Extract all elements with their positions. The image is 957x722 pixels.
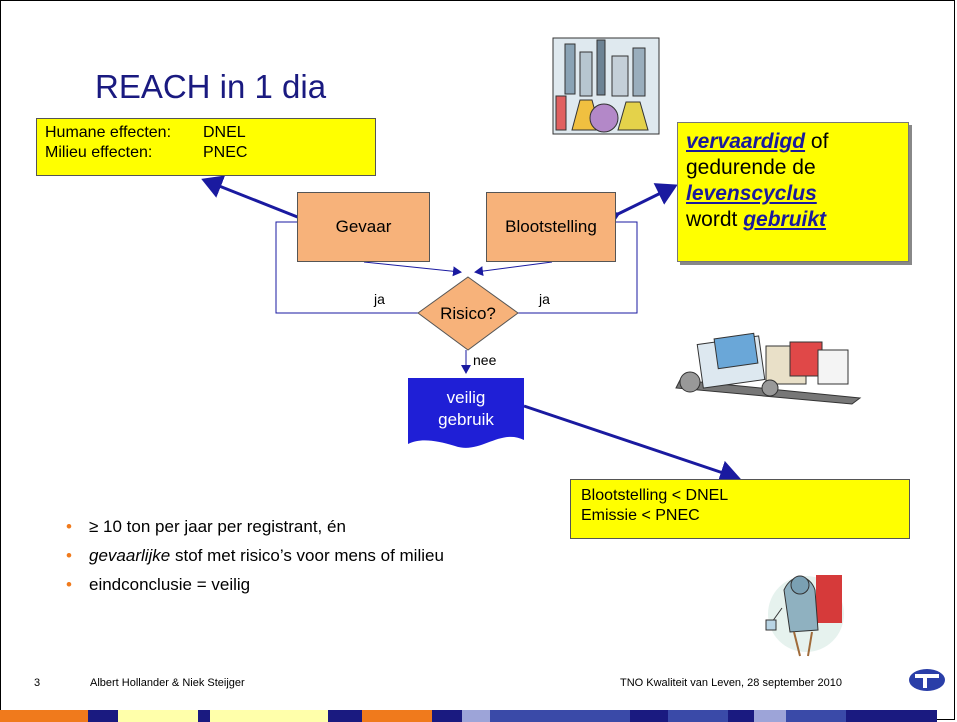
ja-left-label: ja [374,291,385,307]
slide-title: REACH in 1 dia [95,68,327,105]
gevaar-box: Gevaar [297,192,430,262]
bloot-to-risico [474,261,553,277]
blootstelling-box: Blootstelling [486,192,616,262]
lifecycle-box: vervaardigd of gedurende de levenscyclus… [677,122,909,262]
bullet-dot-icon: • [66,517,72,536]
limits-line-emission: Emissie < PNEC [581,507,700,524]
effects-box: Humane effecten: DNEL Milieu effecten: P… [36,118,376,176]
ja-right-label: ja [539,291,550,307]
chemical-factory-clipart-icon [552,37,660,135]
arrow-gevaar-effects [201,175,322,236]
effects-row-human: Humane effecten: DNEL [45,123,367,143]
effects-value: DNEL [203,124,246,141]
lifecycle-word-vervaardigd: vervaardigd [686,130,806,153]
nee-label: nee [473,352,497,368]
risico-diamond [417,276,519,351]
effects-value: PNEC [203,144,248,161]
lifecycle-text: wordt [686,208,744,231]
lifecycle-text: of [805,130,829,153]
bullet-text: stof met risico’s voor mens of milieu [170,546,444,565]
effects-row-environment: Milieu effecten: PNEC [45,143,367,163]
bullet-item: • gevaarlijke stof met risico’s voor men… [66,541,444,570]
slide-number: 3 [34,677,41,689]
bullet-text: eindconclusie = veilig [89,575,251,594]
lifecycle-text: gedurende de [686,156,816,179]
gevaar-to-risico [363,261,462,277]
bullet-dot-icon: • [66,546,72,565]
risico-label: Risico? [440,304,496,323]
gebruik-line: gebruik [438,410,494,429]
bullet-item: • eindconclusie = veilig [66,570,444,599]
lifecycle-word-gebruikt: gebruikt [743,208,827,231]
bottom-color-bar [0,710,957,722]
veilig-document-shape [408,378,524,448]
footer-authors: Albert Hollander & Niek Steijger [90,677,245,689]
printing-machine-clipart-icon [675,332,862,405]
painter-clipart-icon [765,575,844,657]
arrow-veilig-limits [523,404,741,484]
lifecycle-word-levenscyclus: levenscyclus [686,182,817,205]
limits-line-exposure: Blootstelling < DNEL [581,487,729,504]
bullet-text: ≥ 10 ton per jaar per registrant, én [89,517,346,536]
effects-label: Humane effecten: [45,124,172,141]
limits-box: Blootstelling < DNEL Emissie < PNEC [570,479,910,539]
footer-org-date: TNO Kwaliteit van Leven, 28 september 20… [620,677,842,689]
arrow-bloot-vervaardigd [596,183,678,233]
bullet-list: • ≥ 10 ton per jaar per registrant, én •… [66,512,444,599]
bullet-italic-text: gevaarlijke [89,546,171,565]
veilig-gebruik-label: veilig gebruik [408,387,524,431]
bullet-dot-icon: • [66,575,72,594]
tno-logo-icon [909,669,945,691]
effects-label: Milieu effecten: [45,144,153,161]
veilig-line: veilig [446,388,486,407]
bullet-item: • ≥ 10 ton per jaar per registrant, én [66,512,444,541]
